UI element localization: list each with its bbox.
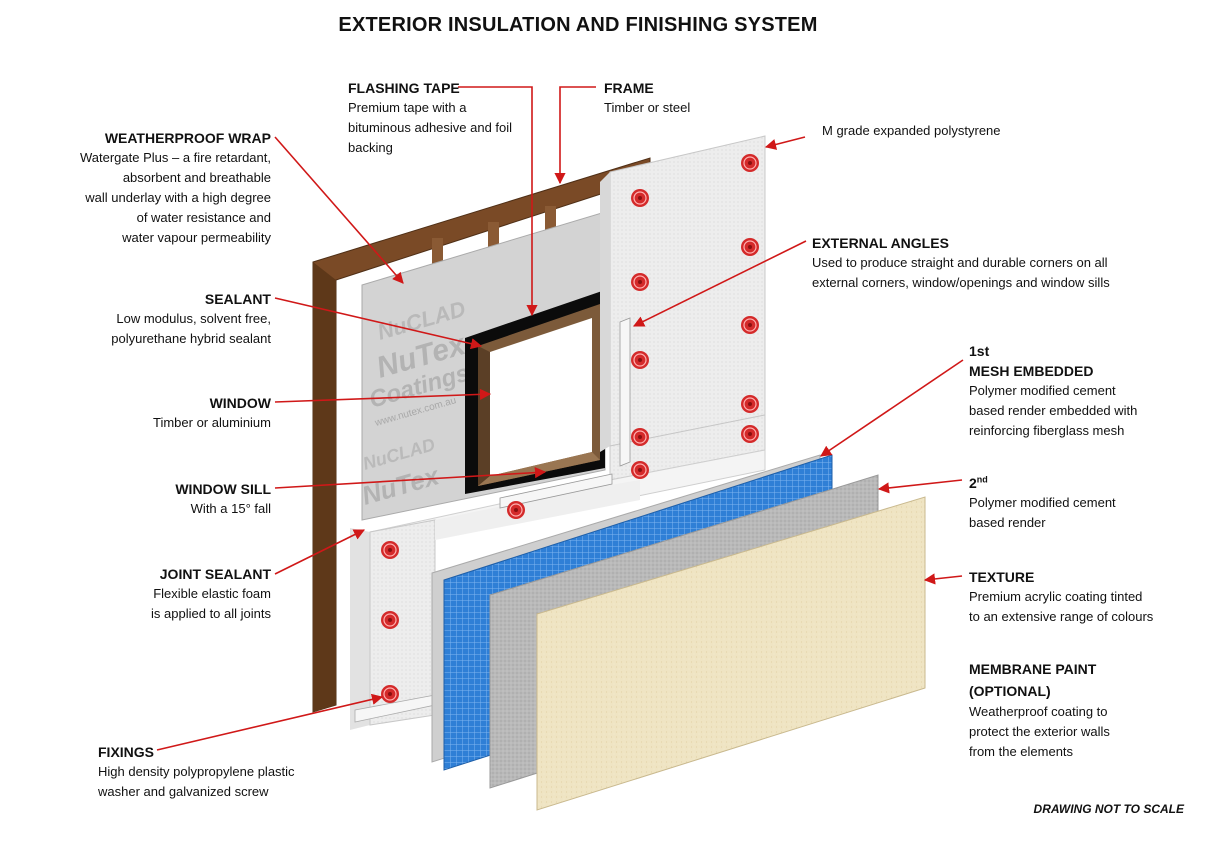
- texture-desc: Premium acrylic coating tinted to an ext…: [969, 589, 1154, 624]
- fixing-washer-icon: [630, 460, 650, 480]
- label-membrane-paint: MEMBRANE PAINT (OPTIONAL) Weatherproof c…: [969, 658, 1189, 762]
- mesh-desc: Polymer modified cement based render emb…: [969, 383, 1138, 438]
- external-angles-heading: EXTERNAL ANGLES: [812, 235, 949, 251]
- flashing-tape-arrow: [458, 86, 538, 317]
- joint-sealant-desc: Flexible elastic foam is applied to all …: [151, 586, 271, 621]
- label-flashing-tape: FLASHING TAPE Premium tape with a bitumi…: [348, 78, 548, 158]
- window-sill-heading: WINDOW SILL: [175, 481, 271, 497]
- fixing-washer-icon: [630, 350, 650, 370]
- fixings-heading: FIXINGS: [98, 744, 155, 760]
- eps-panels: [350, 135, 766, 730]
- label-window: WINDOW Timber or aluminium: [60, 393, 271, 433]
- window-opening: [465, 290, 605, 494]
- second-coat-desc: Polymer modified cement based render: [969, 495, 1116, 530]
- label-weatherproof-wrap: WEATHERPROOF WRAP Watergate Plus – a fir…: [40, 128, 271, 248]
- texture-arrow: [923, 573, 963, 585]
- sealant-heading: SEALANT: [204, 291, 271, 307]
- fixing-washer-icon: [630, 272, 650, 292]
- diagram-title: EXTERIOR INSULATION AND FINISHING SYSTEM: [338, 14, 818, 36]
- frame-arrow: [554, 86, 596, 185]
- second-coat-sup: nd: [976, 474, 988, 485]
- mesh-heading: MESH EMBEDDED: [969, 363, 1094, 379]
- eps-arrow: [764, 136, 806, 150]
- frame-heading: FRAME: [604, 80, 654, 96]
- label-window-sill: WINDOW SILL With a 15° fall: [60, 479, 271, 519]
- sealant-desc: Low modulus, solvent free, polyurethane …: [111, 311, 271, 346]
- timber-frame: [312, 157, 651, 713]
- second-coat-heading: 2nd: [969, 473, 1189, 493]
- label-mesh-embedded: 1st MESH EMBEDDED Polymer modified cemen…: [969, 341, 1189, 441]
- joint-sealant-heading: JOINT SEALANT: [159, 566, 271, 582]
- joint-sealant-arrow: [274, 529, 366, 575]
- fixing-washer-icon: [380, 610, 400, 630]
- fixing-washer-icon: [506, 500, 526, 520]
- fixing-washer-icon: [630, 188, 650, 208]
- label-eps: M grade expanded polystyrene: [822, 121, 1062, 141]
- label-second-coat: 2nd Polymer modified cement based render: [969, 473, 1189, 533]
- label-joint-sealant: JOINT SEALANT Flexible elastic foam is a…: [60, 564, 271, 624]
- external-angles-desc: Used to produce straight and durable cor…: [812, 255, 1110, 290]
- fixing-washer-icon: [740, 237, 760, 257]
- render-layers: [431, 454, 926, 811]
- window-arrow: [274, 388, 492, 403]
- window-heading: WINDOW: [209, 395, 271, 411]
- weatherproof-wrap-desc: Watergate Plus – a fire retardant, absor…: [79, 150, 271, 245]
- fixing-washer-icon: [380, 540, 400, 560]
- fixing-washer-icon: [740, 315, 760, 335]
- scale-note: DRAWING NOT TO SCALE: [1033, 802, 1184, 816]
- membrane-paint-heading: MEMBRANE PAINT (OPTIONAL): [969, 661, 1097, 699]
- fixing-washer-icon: [740, 394, 760, 414]
- label-fixings: FIXINGS High density polypropylene plast…: [98, 742, 338, 802]
- sealant-arrow: [274, 297, 483, 350]
- mesh-arrow: [820, 359, 964, 457]
- second-coat-num: 2: [969, 475, 977, 491]
- weatherproof-wrap-heading: WEATHERPROOF WRAP: [104, 130, 271, 146]
- flashing-tape-desc: Premium tape with a bituminous adhesive …: [348, 100, 513, 155]
- fixing-washer-icon: [740, 153, 760, 173]
- label-frame: FRAME Timber or steel: [604, 78, 754, 118]
- flashing-tape-heading: FLASHING TAPE: [348, 80, 460, 96]
- external-angles-arrow: [632, 240, 807, 327]
- fixing-washer-icon: [740, 424, 760, 444]
- window-sill-bead: [499, 473, 613, 509]
- window-desc: Timber or aluminium: [153, 415, 271, 430]
- label-texture: TEXTURE Premium acrylic coating tinted t…: [969, 567, 1199, 627]
- mesh-heading-num: 1st: [969, 343, 990, 359]
- window-sill-desc: With a 15° fall: [190, 501, 271, 516]
- texture-heading: TEXTURE: [969, 569, 1035, 585]
- second-coat-arrow: [877, 479, 963, 494]
- fixings-arrow: [156, 693, 384, 751]
- fixings-desc: High density polypropylene plastic washe…: [98, 764, 295, 799]
- texture-layer: [536, 496, 926, 811]
- label-sealant: SEALANT Low modulus, solvent free, polyu…: [60, 289, 271, 349]
- frame-desc: Timber or steel: [604, 100, 691, 115]
- leader-arrows: [156, 86, 964, 751]
- fixing-washer-icon: [630, 427, 650, 447]
- window-sill-arrow: [274, 467, 547, 489]
- fixing-washer-icon: [380, 684, 400, 704]
- eps-desc: M grade expanded polystyrene: [822, 123, 1001, 138]
- label-external-angles: EXTERNAL ANGLES Used to produce straight…: [812, 233, 1192, 293]
- weatherproof-wrap-arrow: [274, 136, 404, 284]
- membrane-paint-desc: Weatherproof coating to protect the exte…: [969, 704, 1110, 759]
- external-angle-bead: [619, 317, 631, 467]
